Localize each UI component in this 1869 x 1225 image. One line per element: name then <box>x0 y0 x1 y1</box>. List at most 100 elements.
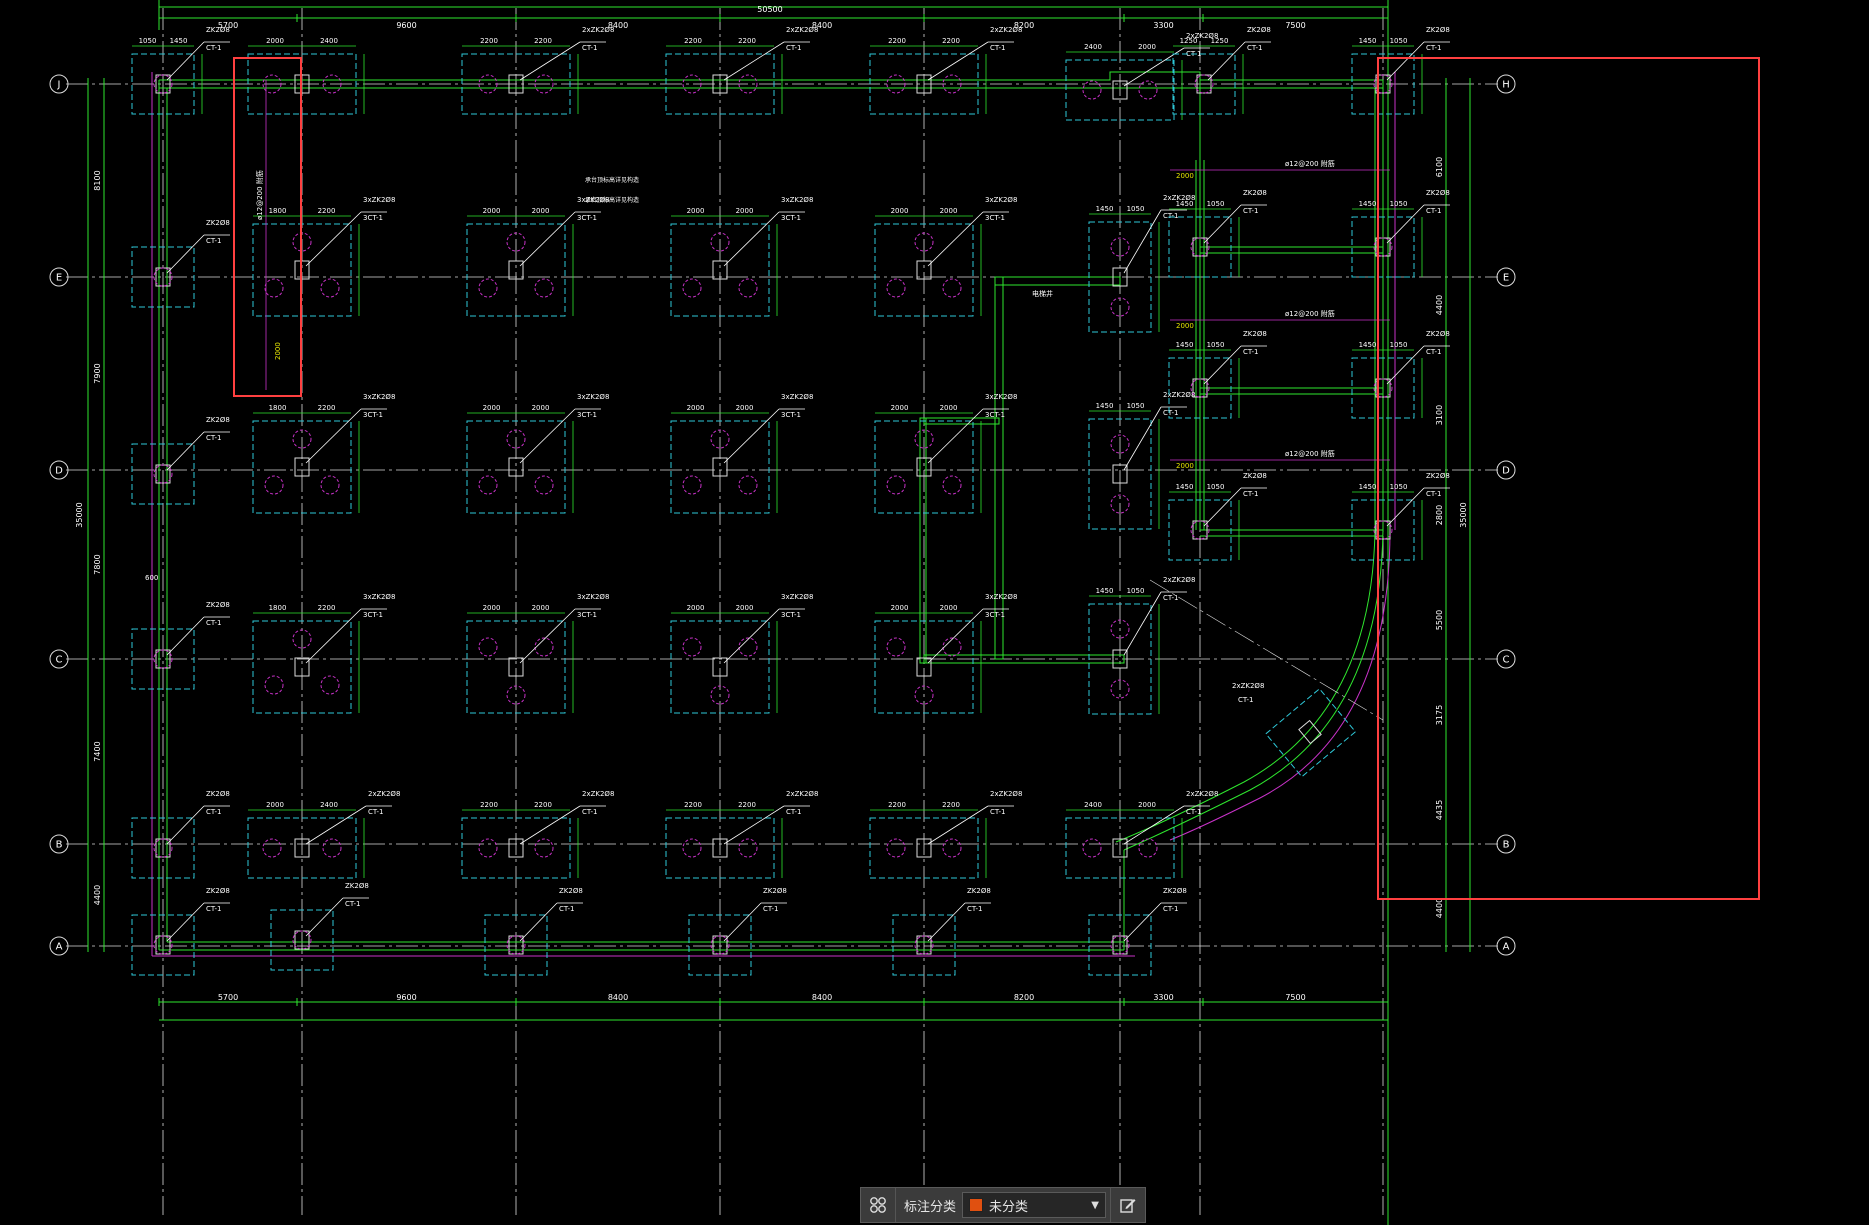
axis-bubble-right <box>1496 267 1516 287</box>
dim-text-bottom-segment: 5700 <box>218 993 238 1002</box>
pile-cap <box>869 817 979 879</box>
pile-cap <box>131 914 195 976</box>
cap-dim-text: 2000 <box>532 207 550 215</box>
column <box>294 838 310 858</box>
pile-circle <box>682 637 702 657</box>
axis-bubble-left <box>49 649 69 669</box>
cap-dim-text: 1450 <box>1096 205 1114 213</box>
pile-cap <box>1351 357 1415 419</box>
pile-circle <box>478 475 498 495</box>
pile-label: 3xZK2Ø8 <box>363 593 395 601</box>
leader-line <box>927 805 989 845</box>
dim-text-left-segment: 7400 <box>93 741 102 761</box>
pile-cap <box>466 620 566 714</box>
cap-label: CT-1 <box>763 905 779 913</box>
core-wall-top <box>994 276 1121 286</box>
pile-circle <box>738 637 758 657</box>
column <box>1112 649 1128 669</box>
axis-label-left: J <box>57 80 61 91</box>
pile-circle <box>1190 520 1210 540</box>
axis-bubble-left <box>49 74 69 94</box>
cap-label: CT-1 <box>1426 348 1442 356</box>
axis-label-left: E <box>56 273 62 284</box>
pile-label: 3xZK2Ø8 <box>363 393 395 401</box>
leader-line <box>305 897 344 937</box>
pile-label: 2xZK2Ø8 <box>990 790 1022 798</box>
strip-note-left: ø12@200 附筋 <box>255 170 264 220</box>
pile-circle <box>1190 237 1210 257</box>
pile-label: 2xZK2Ø8 <box>990 26 1022 34</box>
pile-circle <box>710 429 730 449</box>
cap-dim-text: 1450 <box>1359 483 1377 491</box>
leader-line <box>1123 209 1162 274</box>
leader-line <box>166 805 205 845</box>
pile-circle <box>914 429 934 449</box>
cap-label: CT-1 <box>990 808 1006 816</box>
cap-note: 承台顶标高详见构造 <box>585 176 639 184</box>
cap-dim-text: 1250 <box>1211 37 1229 45</box>
core-wall-bottom <box>923 654 1125 664</box>
cap-dim-text: 2200 <box>534 801 552 809</box>
cap-dim-text: 2200 <box>888 801 906 809</box>
column <box>1298 719 1322 745</box>
column <box>712 260 728 280</box>
column <box>1112 838 1128 858</box>
cap-dim-text: 2400 <box>320 801 338 809</box>
pile-circle <box>320 675 340 695</box>
axis-label-right: B <box>1503 840 1510 851</box>
grid-view-button[interactable] <box>861 1188 896 1222</box>
pile-circle <box>1110 494 1130 514</box>
pile-label: 3xZK2Ø8 <box>781 196 813 204</box>
edit-button[interactable] <box>1110 1188 1145 1222</box>
cap-dim-text: 1800 <box>269 404 287 412</box>
pile-circle <box>262 838 282 858</box>
pile-label: 3xZK2Ø8 <box>985 393 1017 401</box>
cap-label: 3CT-1 <box>985 411 1005 419</box>
cap-label: CT-1 <box>206 434 222 442</box>
pile-circle <box>914 232 934 252</box>
pile-cap <box>131 817 195 879</box>
column <box>916 838 932 858</box>
category-select[interactable]: 未分类 ▼ <box>962 1192 1106 1218</box>
axis-label-right: C <box>1503 655 1510 666</box>
cap-dim-text: 2200 <box>942 37 960 45</box>
pile-cap <box>270 909 334 971</box>
axis-label-left: D <box>55 466 63 477</box>
pile-circle <box>1373 74 1393 94</box>
axis-label-left: C <box>56 655 63 666</box>
pile-label: ZK2Ø8 <box>763 887 787 895</box>
cap-dim-text: 2000 <box>891 604 909 612</box>
pile-circle <box>262 74 282 94</box>
core-wall-left <box>919 417 927 664</box>
cap-dim-text: 1050 <box>1390 483 1408 491</box>
cap-label: CT-1 <box>1163 409 1179 417</box>
pile-cap <box>131 53 195 115</box>
pile-cap <box>252 420 352 514</box>
axis-bubble-right <box>1496 460 1516 480</box>
pile-label: 2xZK2Ø8 <box>1163 576 1195 584</box>
column <box>1112 464 1128 484</box>
pile-circle <box>1373 237 1393 257</box>
column <box>508 657 524 677</box>
axis-label-left: B <box>56 840 63 851</box>
leader-line <box>723 902 762 942</box>
pile-cap <box>131 628 195 690</box>
cap-dim-text: 2000 <box>687 404 705 412</box>
cap-dim-text: 2200 <box>888 37 906 45</box>
dim-text-left-segment: 7900 <box>93 363 102 383</box>
leader-line <box>723 805 785 845</box>
leader-line <box>166 616 205 656</box>
pile-label: 2xZK2Ø8 <box>1163 391 1195 399</box>
cap-dim-text: 2000 <box>736 207 754 215</box>
dim-text-top-segment: 3300 <box>1153 21 1173 30</box>
cap-dim-text: 2000 <box>266 37 284 45</box>
